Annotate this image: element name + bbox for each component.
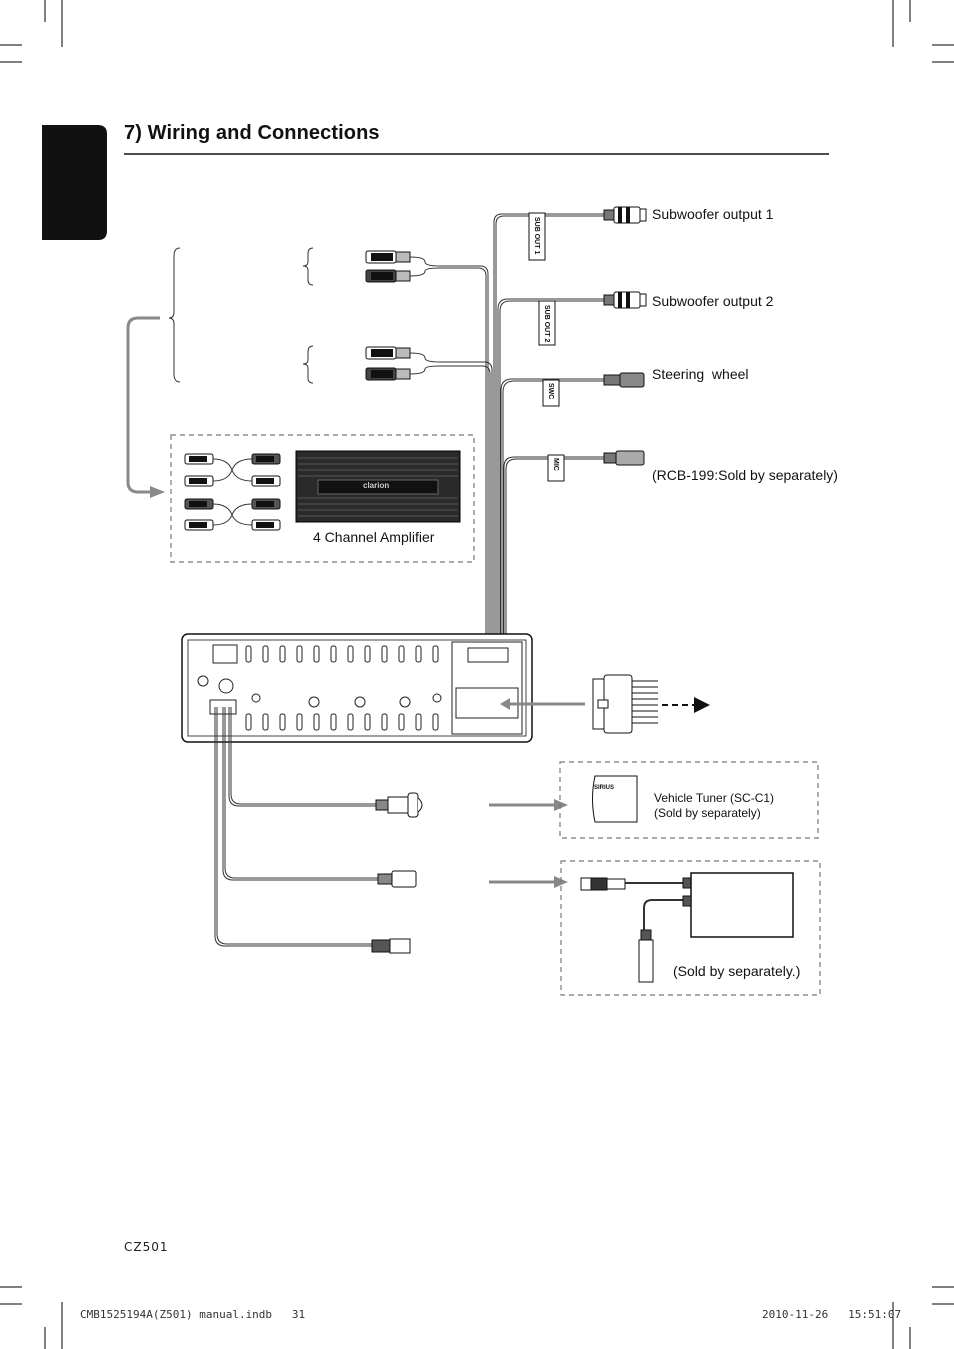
braces xyxy=(168,247,314,384)
output-plugs xyxy=(603,206,647,466)
sub-out-1-tag: SUB OUT 1 xyxy=(533,217,540,255)
section-title: 7) Wiring and Connections xyxy=(124,122,380,144)
subwoofer-output-2-label: Subwoofer output 2 xyxy=(652,293,774,309)
vehicle-tuner-note: (Sold by separately) xyxy=(654,806,761,820)
lower-plugs xyxy=(371,792,423,954)
cable-bundle xyxy=(409,213,604,652)
power-harness xyxy=(500,674,710,734)
amplifier-group xyxy=(170,434,475,563)
footer-file-info: CMB1525194A(Z501) manual.indb 31 xyxy=(80,1308,306,1321)
subwoofer-output-1-label: Subwoofer output 1 xyxy=(652,206,774,222)
amp-feed-arrow xyxy=(126,316,165,498)
amplifier-label: 4 Channel Amplifier xyxy=(313,529,435,545)
rcb-note-label: (RCB-199:Sold by separately) xyxy=(652,467,838,483)
rca-preout-connectors xyxy=(365,250,411,381)
head-unit xyxy=(181,633,533,743)
accessory-group xyxy=(560,860,821,996)
lower-cables xyxy=(214,707,378,947)
side-tab xyxy=(42,125,107,240)
amplifier-logo: clarion xyxy=(363,481,390,490)
vehicle-tuner-group xyxy=(559,761,819,839)
sub-out-2-tag: SUB OUT 2 xyxy=(543,305,550,343)
sirius-logo: SIRIUS xyxy=(594,785,615,791)
vehicle-tuner-label: Vehicle Tuner (SC-C1) xyxy=(654,791,775,805)
cable-tags xyxy=(528,212,565,482)
swc-tag: SWC xyxy=(547,383,554,400)
steering-wheel-label: Steering wheel xyxy=(652,366,749,382)
footer-timestamp: 2010-11-26 15:51:07 xyxy=(762,1308,902,1321)
sold-separately-label: (Sold by separately.) xyxy=(673,963,801,979)
lower-arrows xyxy=(489,799,568,888)
mic-tag: MIC xyxy=(552,458,559,471)
model-number: CZ501 xyxy=(124,1240,169,1254)
